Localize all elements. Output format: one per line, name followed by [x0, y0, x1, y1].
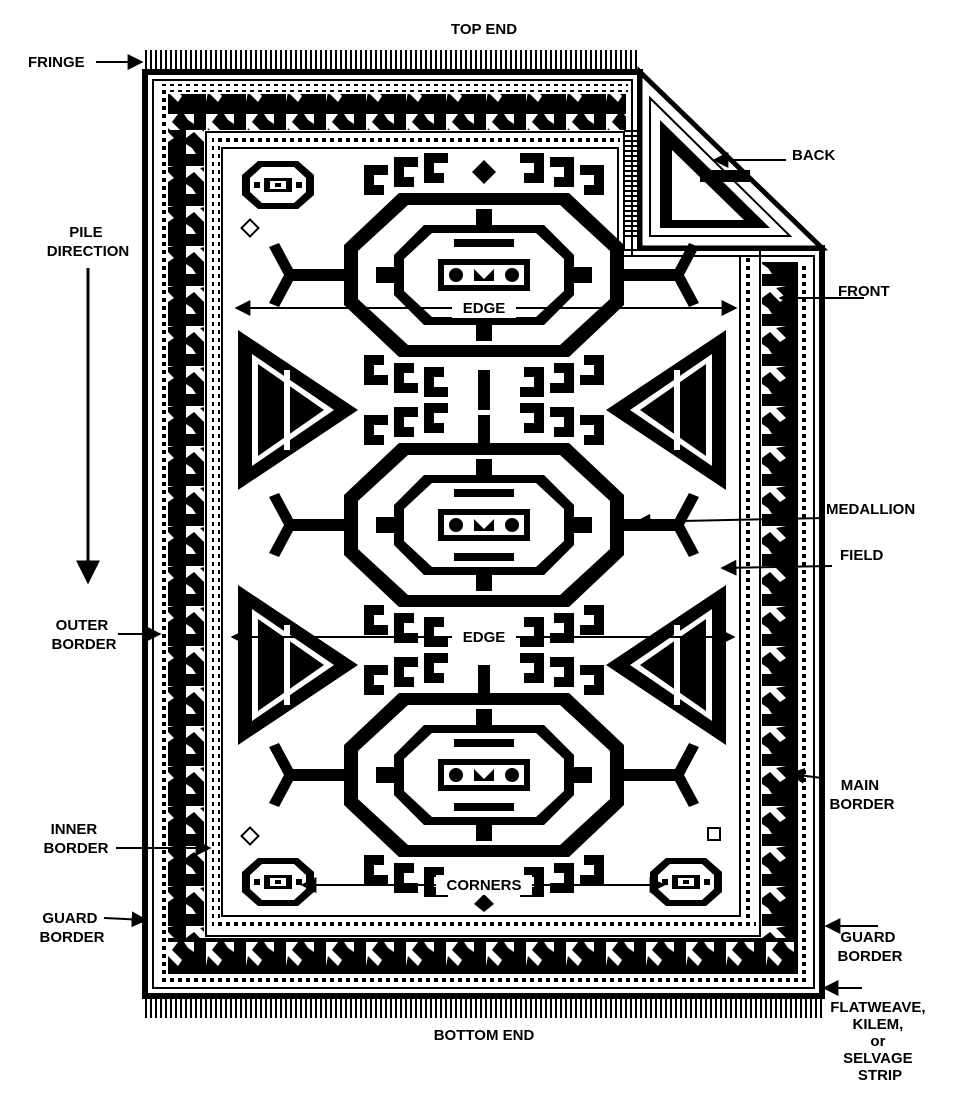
guard-border-right-label: GUARD BORDER — [837, 929, 902, 965]
main-border-bottom — [168, 938, 798, 974]
fringe-top — [145, 50, 640, 72]
medallion-label: MEDALLION — [826, 501, 915, 518]
edge-top-label: EDGE — [463, 300, 506, 317]
pile-direction-label: PILE DIRECTION — [47, 224, 130, 260]
main-border-left — [168, 130, 204, 938]
outer-border-label: OUTER BORDER — [51, 617, 116, 653]
inner-border-label: INNER BORDER — [43, 821, 108, 857]
fringe-bottom — [145, 996, 823, 1018]
top-end-label: TOP END — [451, 21, 517, 38]
bottom-end-label: BOTTOM END — [434, 1027, 535, 1044]
selvage-label: FLATWEAVE, KILEM, or SELVAGE STRIP — [830, 999, 929, 1084]
back-label: BACK — [792, 147, 835, 164]
edge-middle-label: EDGE — [463, 629, 506, 646]
rug — [145, 50, 823, 1018]
guard-border-left-arrow — [104, 918, 146, 920]
main-border-right — [762, 262, 798, 938]
guard-border-left-label: GUARD BORDER — [39, 910, 104, 946]
field-label: FIELD — [840, 547, 883, 564]
fringe-label: FRINGE — [28, 54, 85, 71]
main-border-label: MAIN BORDER — [829, 777, 894, 813]
main-border-top — [168, 94, 626, 130]
front-label: FRONT — [838, 283, 890, 300]
corners-label: CORNERS — [446, 877, 521, 894]
